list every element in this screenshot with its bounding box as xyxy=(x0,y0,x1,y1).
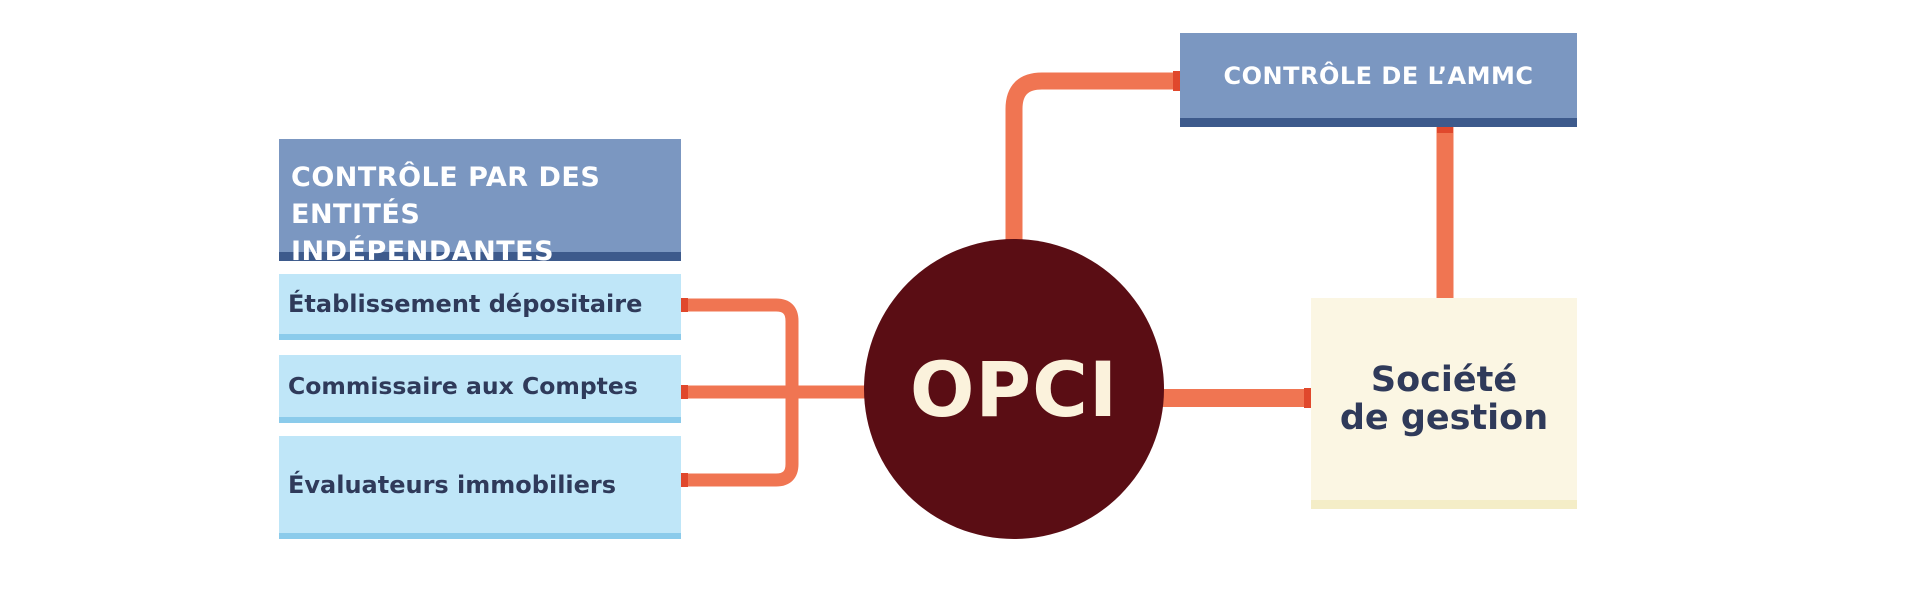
cap-entity-3 xyxy=(681,473,688,487)
connector-ammc-to-opci xyxy=(1005,72,1180,245)
cap-entity-1 xyxy=(681,298,688,312)
opci-circle: OPCI xyxy=(864,239,1164,539)
cap-ammc-left xyxy=(1173,71,1181,91)
cap-ammc-bottom xyxy=(1437,127,1453,133)
entity-auditor-label: Commissaire aux Comptes xyxy=(288,372,638,400)
entity-real-estate-appraisers: Évaluateurs immobiliers xyxy=(279,436,681,539)
management-company-line2: de gestion xyxy=(1339,398,1549,438)
entity-depositary: Établissement dépositaire xyxy=(279,274,681,340)
cap-entity-2 xyxy=(681,385,688,399)
entity-depositary-label: Établissement dépositaire xyxy=(288,290,643,318)
entity-real-estate-appraisers-label: Évaluateurs immobiliers xyxy=(288,470,617,499)
ammc-control-header-label: CONTRÔLE DE L’AMMC xyxy=(1223,61,1534,90)
independent-control-header-line2: ENTITÉS INDÉPENDANTES xyxy=(291,199,555,267)
independent-control-header-line1: CONTRÔLE PAR DES xyxy=(291,162,601,193)
ammc-control-header: CONTRÔLE DE L’AMMC xyxy=(1180,33,1577,127)
opci-label: OPCI xyxy=(909,344,1119,434)
independent-control-header: CONTRÔLE PAR DES ENTITÉS INDÉPENDANTES xyxy=(279,139,681,267)
management-company-line1: Société xyxy=(1370,360,1518,400)
management-company-box: Société de gestion xyxy=(1311,298,1577,509)
entity-auditor: Commissaire aux Comptes xyxy=(279,355,681,423)
cap-management xyxy=(1304,388,1312,408)
